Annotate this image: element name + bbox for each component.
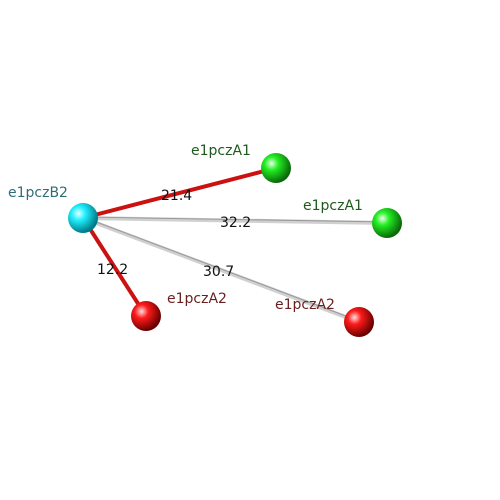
node-label-a2-near: e1pczA2 <box>167 291 227 307</box>
node-a2-far-sphere[interactable] <box>344 307 374 337</box>
node-label-center: e1pczB2 <box>8 185 68 201</box>
edge-center-a1-near <box>81 166 278 220</box>
nodes <box>68 153 402 337</box>
edge-center-a1-far-highlight <box>82 216 388 223</box>
node-a1-near-sphere[interactable] <box>261 153 291 183</box>
node-center-sphere[interactable] <box>68 203 98 233</box>
node-label-a1-near: e1pczA1 <box>191 143 251 159</box>
node-a1-far-sphere[interactable] <box>372 208 402 238</box>
edge-labels: 21.4 32.2 12.2 30.7 <box>97 188 251 280</box>
edge-label-center-a2-near: 12.2 <box>97 262 128 278</box>
edge-label-center-a2-far: 30.7 <box>203 264 234 280</box>
node-labels: e1pczB2 e1pczA1 e1pczA1 e1pczA2 e1pczA2 <box>8 143 363 313</box>
edge-center-a2-far <box>81 216 361 324</box>
edges <box>81 166 389 324</box>
edge-center-a1-far <box>81 216 389 225</box>
node-a2-near-sphere[interactable] <box>131 301 161 331</box>
node-label-a1-far: e1pczA1 <box>303 198 363 214</box>
edge-center-a2-far-highlight <box>82 216 360 322</box>
edge-label-center-a1-near: 21.4 <box>161 188 192 204</box>
node-label-a2-far: e1pczA2 <box>275 297 335 313</box>
edge-label-center-a1-far: 32.2 <box>220 215 251 231</box>
edge-center-a2-near <box>81 216 148 318</box>
